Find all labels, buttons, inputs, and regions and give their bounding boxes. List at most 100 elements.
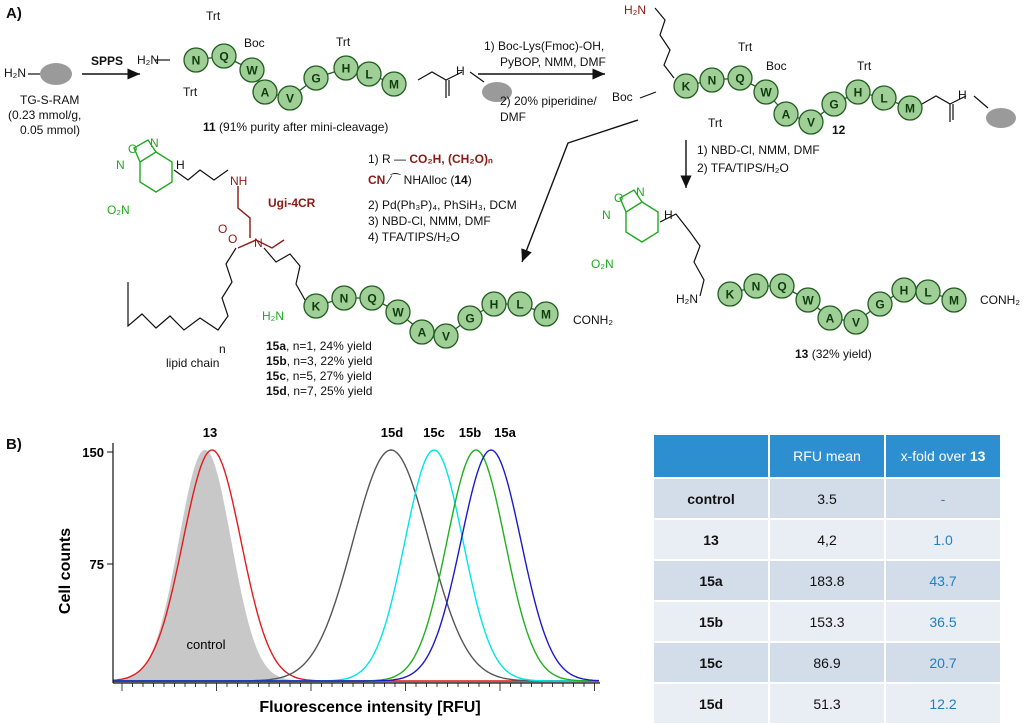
- residue-letter: Q: [367, 292, 376, 306]
- residue-bead: [533, 301, 559, 327]
- table-cell-rfu: 51.3: [768, 682, 886, 725]
- table-header-rfu: RFU mean: [768, 433, 886, 479]
- residue-letter: G: [465, 312, 474, 326]
- residue-letter: A: [826, 312, 835, 326]
- residue-letter: G: [829, 98, 838, 112]
- cmp11-caption: 11 (91% purity after mini-cleavage): [203, 120, 389, 134]
- cmp15-n: n: [219, 342, 226, 356]
- table-header-blank: [652, 433, 770, 479]
- nbd15-n1: N: [150, 136, 159, 150]
- table-cell-name: control: [652, 477, 770, 520]
- step3-l2: CN ⁄⁀ NHAlloc (14): [368, 173, 472, 187]
- cmp11-trt1: Trt: [206, 9, 221, 23]
- cmp12-h2n: H₂N: [624, 3, 646, 17]
- panel-b-label: B): [6, 436, 22, 453]
- residue-letter: A: [418, 326, 427, 340]
- residue-letter: L: [924, 286, 931, 300]
- resin-amount: 0.05 mmol): [20, 123, 81, 137]
- residue-bead: [843, 309, 869, 335]
- residue-bead: [699, 67, 725, 93]
- nbd13-o: O: [614, 191, 624, 205]
- table-cell-rfu: 183.8: [768, 559, 886, 602]
- residue-letter: M: [389, 78, 399, 92]
- residue-letter: A: [261, 86, 270, 100]
- cmp15-conh2: CONH₂: [573, 313, 613, 327]
- step3-l1: 1) R — CO₂H, (CH₂O)ₙ: [368, 152, 493, 166]
- cmp12-nh: H: [958, 88, 967, 102]
- lipid-chain: [127, 247, 237, 331]
- lipid-chain-label: lipid chain: [166, 356, 220, 370]
- step1-l1: 1) Boc-Lys(Fmoc)-OH,: [484, 39, 605, 53]
- residue-bead: [727, 65, 753, 91]
- cmp11-boc: Boc: [244, 36, 265, 50]
- residue-letter: W: [246, 64, 258, 78]
- nbd13-n1: N: [636, 185, 645, 199]
- residue-letter: G: [311, 72, 320, 86]
- residue-bead: [239, 57, 265, 83]
- table-cell-name: 15a: [652, 559, 770, 602]
- yield-item: 15a, n=1, 24% yield: [266, 339, 372, 353]
- residue-bead: [331, 285, 357, 311]
- residue-bead: [507, 291, 533, 317]
- residue-bead: [743, 273, 769, 299]
- residue-letter: G: [875, 298, 884, 312]
- residue-bead: [795, 287, 821, 313]
- residue-letter: Q: [735, 72, 744, 86]
- step3-l3: 2) Pd(Ph₃P)₄, PhSiH₃, DCM: [368, 198, 517, 212]
- table-cell-rfu: 86.9: [768, 641, 886, 684]
- residue-letter: N: [752, 280, 761, 294]
- residue-letter: Q: [777, 280, 786, 294]
- resin-name: TG-S-RAM: [20, 93, 80, 107]
- cmp12-number: 12: [832, 123, 846, 137]
- ugi-o1: O: [218, 222, 228, 236]
- step1-l3: 2) 20% piperidine/: [500, 94, 597, 108]
- residue-letter: W: [392, 306, 404, 320]
- residue-bead: [845, 79, 871, 105]
- y-tick-label-150: 150: [82, 445, 104, 460]
- nbd15-no2: O₂N: [107, 203, 130, 217]
- residue-bead: [769, 273, 795, 299]
- cmp15-h2n: H₂N: [262, 309, 284, 323]
- cmp13-h2n: H₂N: [676, 292, 698, 306]
- table-cell-name: 15d: [652, 682, 770, 725]
- resin-h2n: H₂N: [4, 66, 26, 80]
- peak-label-13: 13: [203, 425, 217, 440]
- residue-bead: [673, 73, 699, 99]
- peak-label-15c: 15c: [423, 425, 445, 440]
- residue-bead: [753, 79, 779, 105]
- residue-letter: H: [490, 298, 499, 312]
- nbd13-no2: O₂N: [591, 257, 614, 271]
- residue-bead: [867, 291, 893, 317]
- residue-bead: [385, 299, 411, 325]
- table-cell-name: 13: [652, 518, 770, 561]
- step3-l4: 3) NBD-Cl, NMM, DMF: [368, 214, 491, 228]
- residue-letter: V: [286, 92, 294, 106]
- step3-l5: 4) TFA/TIPS/H₂O: [368, 230, 460, 244]
- residue-bead: [821, 91, 847, 117]
- step1-l4: DMF: [500, 110, 526, 124]
- table-cell-fold: 1.0: [884, 518, 1002, 561]
- histogram-series-15a: [113, 449, 599, 682]
- residue-letter: V: [852, 316, 860, 330]
- cmp11-trt3: Trt: [336, 35, 351, 49]
- residue-bead: [817, 305, 843, 331]
- x-axis-ticks: [121, 683, 595, 691]
- peak-label-15d: 15d: [381, 425, 403, 440]
- nbd15-h: H: [176, 158, 185, 172]
- residue-bead: [252, 79, 278, 105]
- table-cell-rfu: 4,2: [768, 518, 886, 561]
- residue-letter: Q: [219, 50, 228, 64]
- ugi-n: N: [254, 236, 263, 250]
- residue-letter: L: [365, 68, 372, 82]
- peak-label-15b: 15b: [459, 425, 481, 440]
- residue-letter: K: [312, 300, 321, 314]
- residue-bead: [457, 305, 483, 331]
- nbd13-n2: N: [602, 208, 611, 222]
